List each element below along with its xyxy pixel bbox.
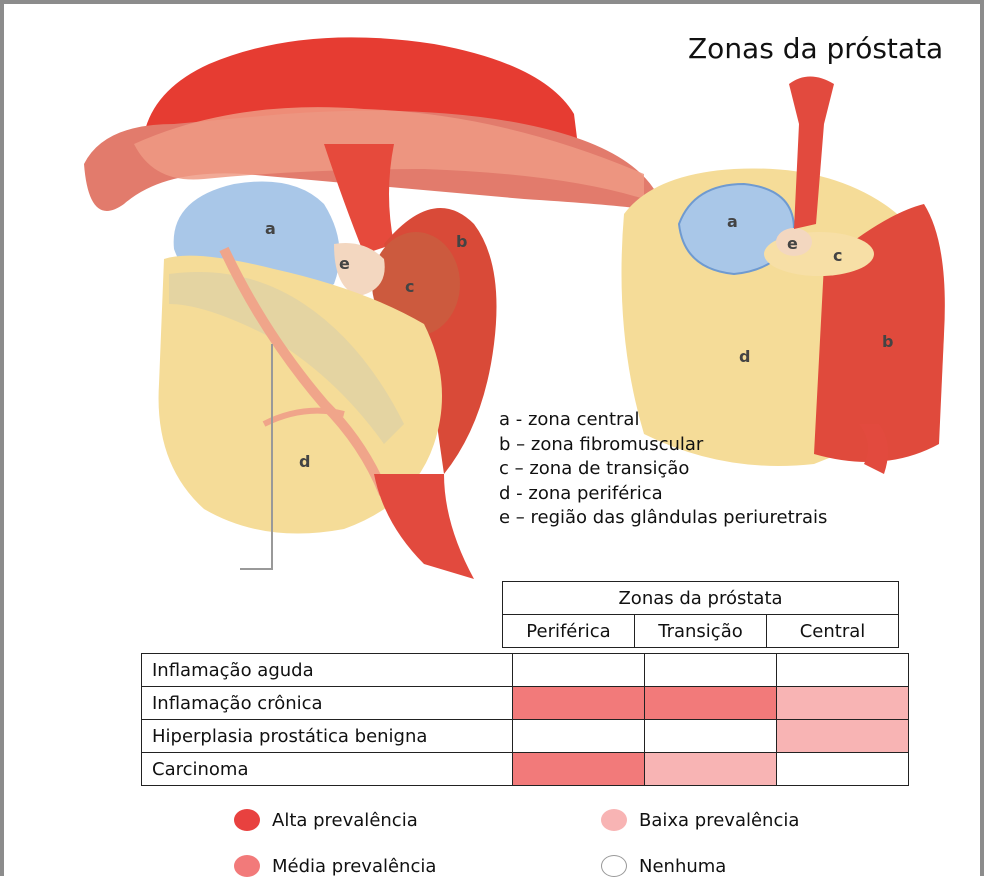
- key-label: Nenhuma: [639, 856, 726, 877]
- table-cell: [513, 753, 645, 786]
- table-row: Carcinoma: [142, 753, 909, 786]
- label-c-right: c: [833, 246, 842, 265]
- column-header-periferica: Periférica: [503, 615, 635, 648]
- column-header-central: Central: [767, 615, 899, 648]
- row-label: Inflamação aguda: [142, 654, 513, 687]
- key-label: Média prevalência: [272, 856, 436, 877]
- label-d-right: d: [739, 347, 750, 366]
- key-alta: Alta prevalência: [234, 809, 418, 831]
- column-header-transicao: Transição: [635, 615, 767, 648]
- label-a-right: a: [727, 212, 738, 231]
- key-baixa: Baixa prevalência: [601, 809, 799, 831]
- table-cell: [513, 654, 645, 687]
- table-cell: [777, 720, 909, 753]
- prevalence-table: Inflamação aguda Inflamação crônica Hipe…: [141, 653, 909, 786]
- zone-legend-item: a - zona central: [499, 408, 827, 433]
- label-e-left: e: [339, 254, 350, 273]
- zone-legend-item: b – zona fibromuscular: [499, 433, 827, 458]
- label-b-right: b: [882, 332, 893, 351]
- nenhuma-swatch-icon: [601, 855, 627, 877]
- row-label: Inflamação crônica: [142, 687, 513, 720]
- media-swatch-icon: [234, 855, 260, 877]
- label-b-left: b: [456, 232, 467, 251]
- label-a-left: a: [265, 219, 276, 238]
- zone-legend-item: e – região das glândulas periuretrais: [499, 506, 827, 531]
- table-group-header: Zonas da próstata: [503, 582, 899, 615]
- table-cell: [777, 654, 909, 687]
- table-cell: [513, 720, 645, 753]
- table-header: Zonas da próstata Periférica Transição C…: [502, 581, 899, 648]
- baixa-swatch-icon: [601, 809, 627, 831]
- table-cell: [777, 687, 909, 720]
- row-label: Hiperplasia prostática benigna: [142, 720, 513, 753]
- key-label: Alta prevalência: [272, 810, 418, 831]
- key-nenhuma: Nenhuma: [601, 855, 726, 877]
- table-cell: [645, 753, 777, 786]
- zone-legend: a - zona central b – zona fibromuscular …: [499, 408, 827, 531]
- zone-legend-item: c – zona de transição: [499, 457, 827, 482]
- table-row: Inflamação crônica: [142, 687, 909, 720]
- table-cell: [645, 687, 777, 720]
- key-label: Baixa prevalência: [639, 810, 799, 831]
- label-e-right: e: [787, 234, 798, 253]
- key-media: Média prevalência: [234, 855, 436, 877]
- table-cell: [513, 687, 645, 720]
- table-cell: [645, 654, 777, 687]
- row-label: Carcinoma: [142, 753, 513, 786]
- label-d-left: d: [299, 452, 310, 471]
- table-cell: [645, 720, 777, 753]
- table-row: Inflamação aguda: [142, 654, 909, 687]
- alta-swatch-icon: [234, 809, 260, 831]
- table-cell: [777, 753, 909, 786]
- table-row: Hiperplasia prostática benigna: [142, 720, 909, 753]
- page-title: Zonas da próstata: [688, 32, 943, 65]
- zone-legend-item: d - zona periférica: [499, 482, 827, 507]
- label-c-left: c: [405, 277, 414, 296]
